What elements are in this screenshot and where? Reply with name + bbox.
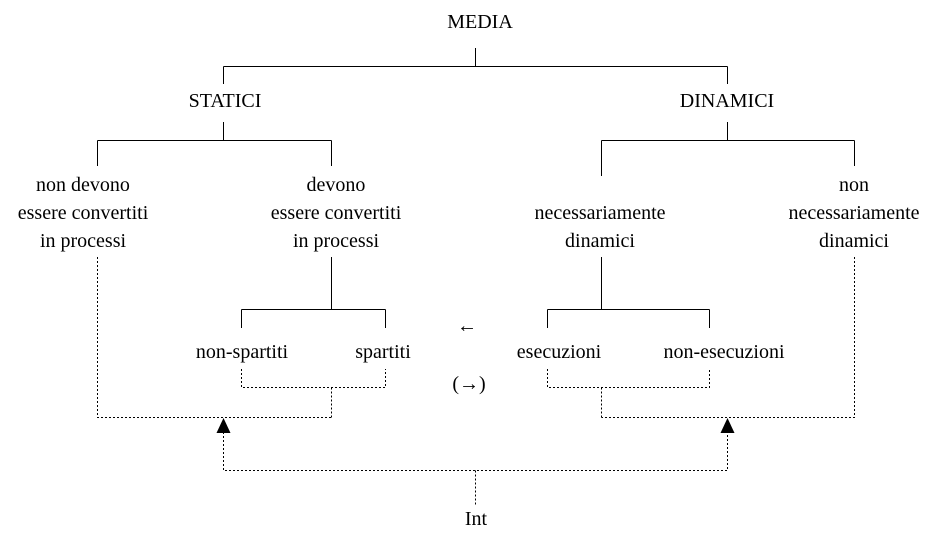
node-line: non (838, 174, 869, 196)
arrowhead-up-icon (720, 418, 735, 433)
left-arrow-icon: ← (457, 315, 477, 337)
right-arrow-parenthesized-icon: (→) (452, 373, 486, 395)
arrowhead-up-icon (216, 418, 231, 433)
node-non-esecuzioni: non-esecuzioni (663, 341, 785, 363)
node-necessariamente-dinamici: necessariamente dinamici (534, 199, 665, 255)
node-esecuzioni: esecuzioni (516, 341, 602, 363)
node-media: MEDIA (447, 11, 513, 33)
node-line: dinamici (819, 230, 889, 252)
node-non-spartiti: non-spartiti (195, 341, 289, 363)
esecuzioni-group-bracket (547, 369, 710, 388)
node-int: Int (464, 508, 488, 530)
statici-group-bracket (97, 257, 332, 418)
node-line: necessariamente (534, 202, 666, 224)
node-line: non devono (36, 174, 130, 196)
dinamici-group-bracket (601, 257, 855, 418)
spartiti-group-bracket (241, 369, 386, 388)
node-dinamici: DINAMICI (679, 90, 775, 112)
node-line: devono (306, 174, 366, 196)
int-distribution-line (223, 432, 728, 471)
node-line: essere convertiti (17, 202, 149, 224)
solid-connectors (97, 48, 855, 328)
node-spartiti: spartiti (355, 341, 411, 363)
node-line: necessariamente (788, 202, 920, 224)
node-devono: devono essere convertiti in processi (271, 171, 402, 255)
dotted-connectors (97, 257, 855, 505)
node-line: in processi (292, 230, 380, 252)
node-statici: STATICI (188, 90, 262, 112)
node-line: essere convertiti (270, 202, 402, 224)
node-line: in processi (39, 230, 127, 252)
node-line: dinamici (565, 230, 635, 252)
node-non-devono: non devono essere convertiti in processi (18, 171, 149, 255)
node-non-necessariamente-dinamici: non necessariamente dinamici (788, 171, 919, 255)
